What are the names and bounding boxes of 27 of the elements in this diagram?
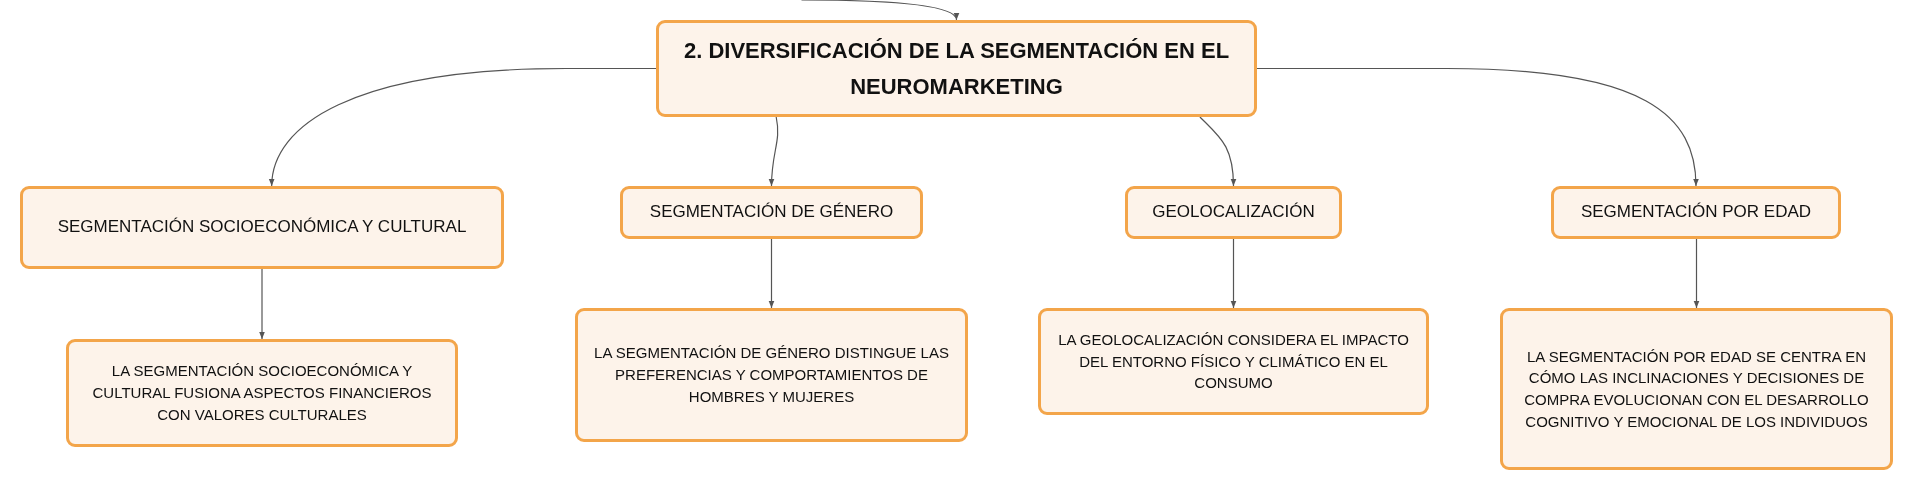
subtopic-box: [1551, 186, 1841, 239]
connector-arrow: [1230, 238, 1237, 309]
node-text: SEGMENTACIÓN DE GÉNERO: [649, 201, 894, 224]
node-text: GEOLOCALIZACIÓN: [1152, 201, 1315, 224]
connector-arrow: [1693, 238, 1700, 309]
node-text: LA SEGMENTACIÓN DE GÉNERO DISTINGUE LAS PREFERENCIAS Y COMPORTAMIENTOS DE HOMBRES Y MUJERES: [593, 343, 950, 407]
description-box: [1038, 308, 1429, 415]
connector-arrow: [1256, 67, 1699, 187]
subtopic-box: [620, 186, 923, 239]
description-box: [1500, 308, 1893, 470]
connector-arrow: [768, 116, 779, 187]
description-box: [66, 339, 458, 447]
node-text: SEGMENTACIÓN POR EDAD: [1580, 201, 1812, 224]
connector-arrow: [800, 0, 958, 21]
node-text: LA SEGMENTACIÓN POR EDAD SE CENTRA EN CÓMO LAS INCLINACIONES Y DECISIONES DE COMPRA EVOLUCIONAN CON EL DESARROLLO COGNITIVO Y EMOCIONAL DE LOS INDIVIDUOS: [1523, 346, 1870, 432]
subtopic-box: [1125, 186, 1342, 239]
connector-arrow: [1199, 116, 1237, 187]
connector-arrow: [768, 238, 775, 309]
node-text: LA GEOLOCALIZACIÓN CONSIDERA EL IMPACTO DEL ENTORNO FÍSICO Y CLIMÁTICO EN EL CONSUMO: [1057, 329, 1410, 394]
node-text: LA SEGMENTACIÓN SOCIOECONÓMICA Y CULTURAL FUSIONA ASPECTOS FINANCIEROS CON VALORES CULTURALES: [91, 361, 433, 425]
node-text: SEGMENTACIÓN SOCIOECONÓMICA Y CULTURAL: [57, 216, 467, 239]
node-text: 2. DIVERSIFICACIÓN DE LA SEGMENTACIÓN EN EL NEUROMARKETING: [682, 37, 1231, 101]
description-box: [575, 308, 968, 442]
subtopic-box: [20, 186, 504, 269]
topic-box: [656, 20, 1257, 117]
connector-arrow: [259, 268, 265, 340]
connector-arrow: [269, 67, 657, 187]
